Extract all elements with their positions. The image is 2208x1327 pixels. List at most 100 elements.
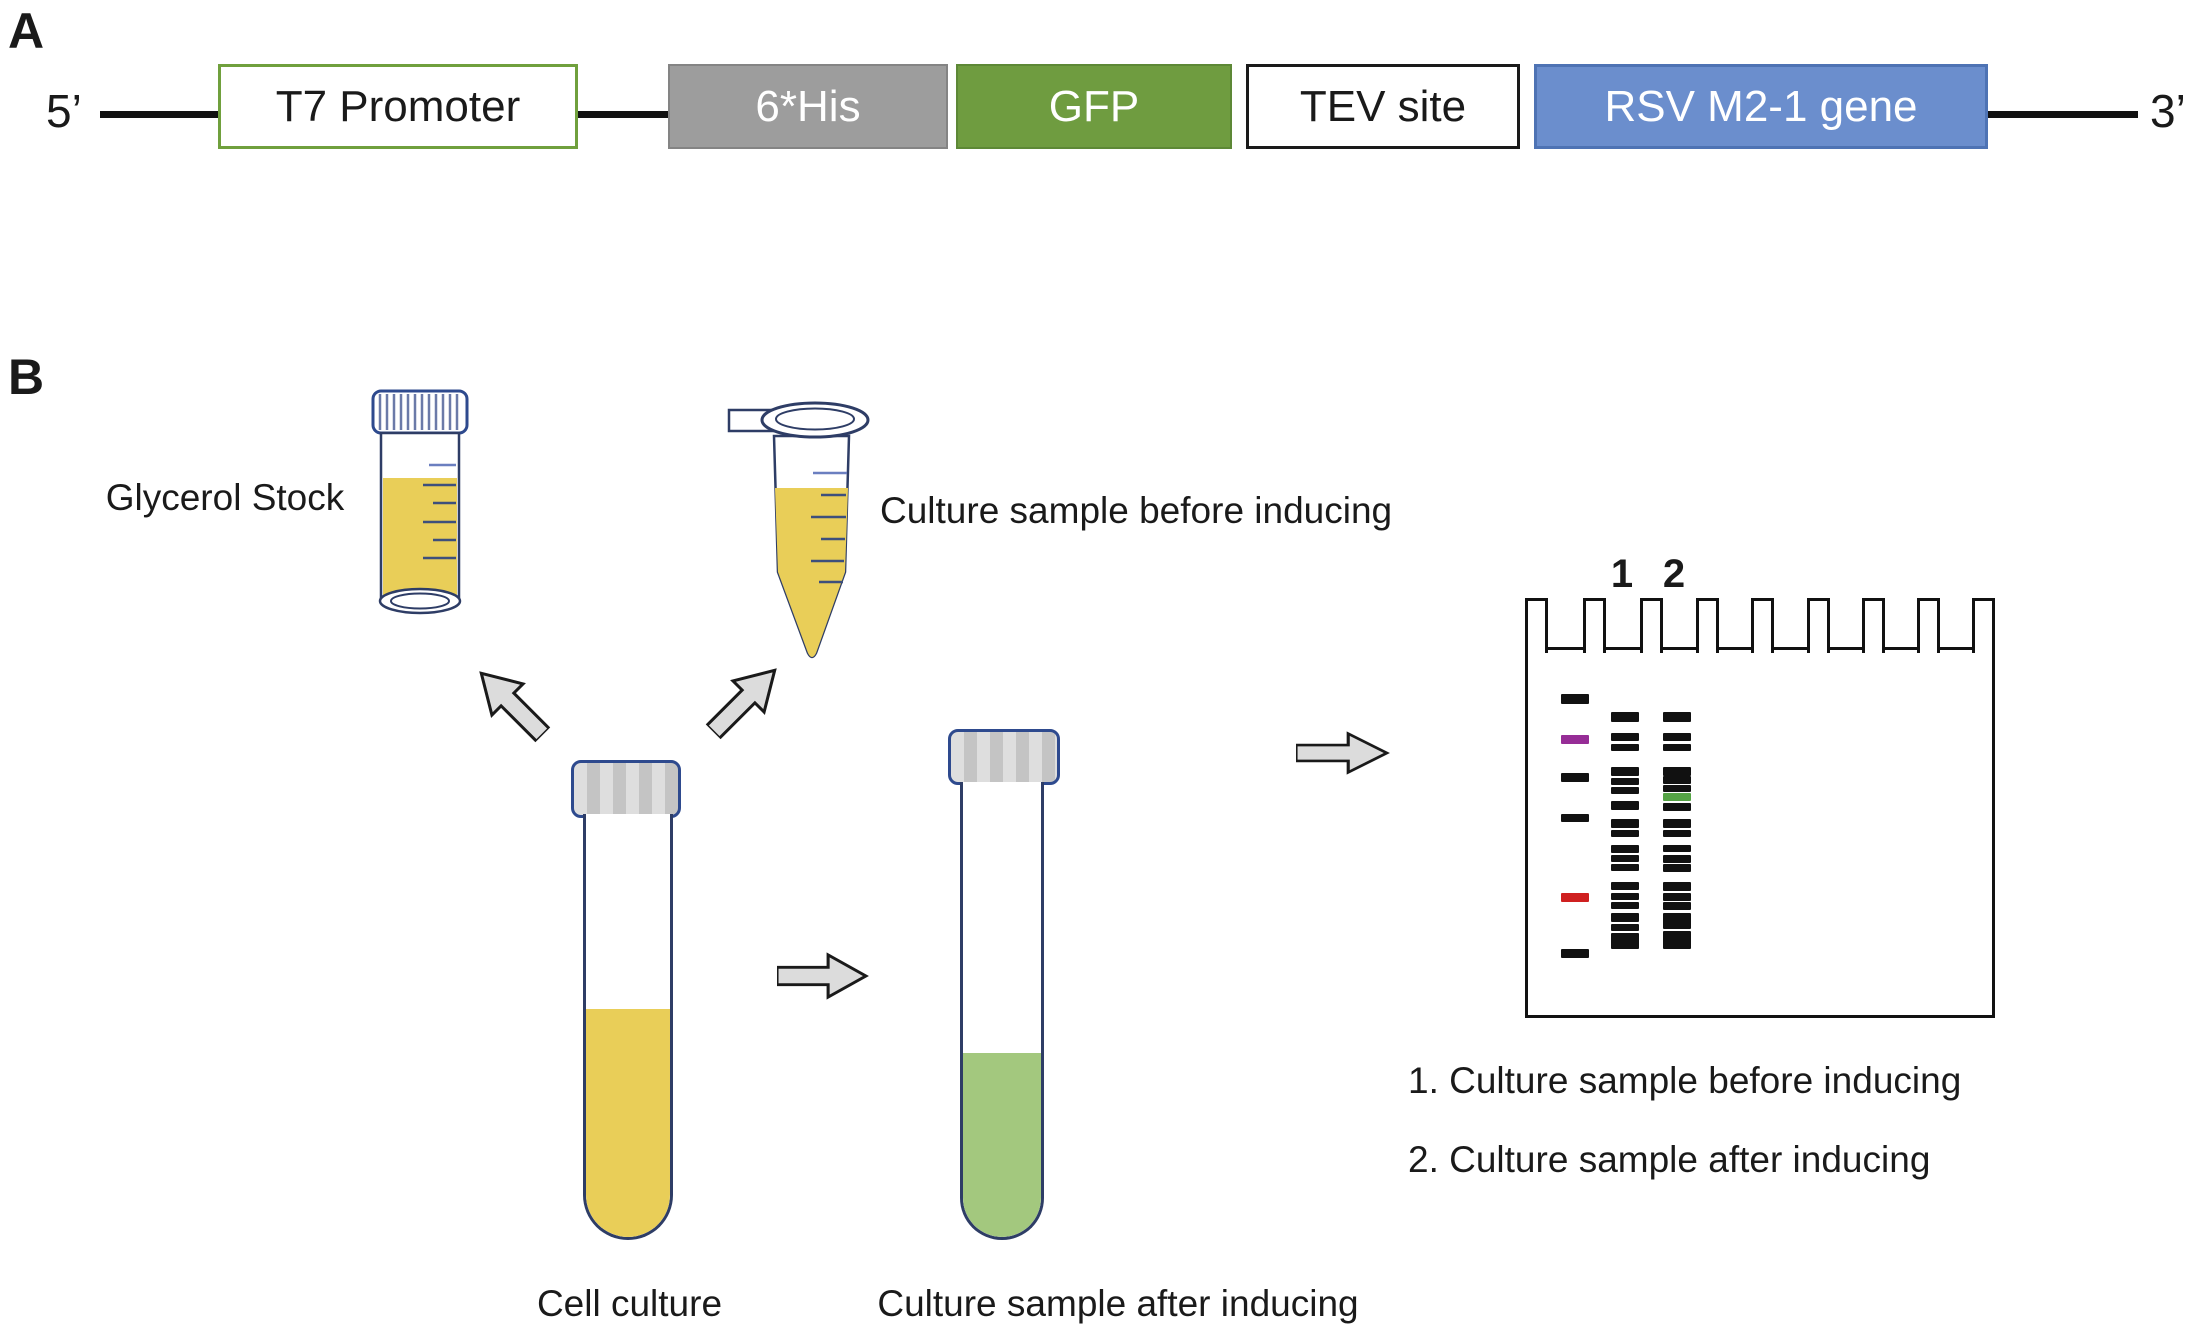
arrow-to-glycerol-stock xyxy=(462,654,561,753)
after-tube-body xyxy=(960,782,1044,1240)
five-prime-label: 5’ xyxy=(46,85,82,137)
arrow-to-gel xyxy=(1296,731,1390,775)
gel-band-lane-2 xyxy=(1663,830,1691,837)
gel-band-lane-2 xyxy=(1663,744,1691,751)
gel-well xyxy=(1583,598,1606,653)
panel-a-label: A xyxy=(8,3,45,59)
gel-band-lane-2 xyxy=(1663,767,1691,776)
gel-band-lane-1 xyxy=(1611,864,1639,871)
gel-band-lane-1 xyxy=(1611,924,1639,931)
gel-band-lane-1 xyxy=(1611,819,1639,828)
gel-box xyxy=(1525,647,1995,1018)
gel-band-lane-2 xyxy=(1663,776,1691,784)
block-arrow-icon xyxy=(777,952,869,1000)
eppendorf-ticks xyxy=(811,493,846,584)
vial-cap-stripes xyxy=(378,394,459,430)
gel-band-lane-2 xyxy=(1663,733,1691,741)
gel-well xyxy=(1862,598,1885,653)
gene-box-gfp: GFP xyxy=(956,64,1232,149)
gel-legend-line-1: 1. Culture sample before inducing xyxy=(1408,1060,1962,1101)
gel-band-ladder xyxy=(1561,735,1589,744)
eppendorf-liquid xyxy=(775,488,848,657)
arrow-induction xyxy=(777,952,869,1000)
gel-band-ladder xyxy=(1561,949,1589,958)
gel-band-lane-1 xyxy=(1611,733,1639,741)
gel-band-lane-2 xyxy=(1663,864,1691,872)
gel-band-lane-2 xyxy=(1663,913,1691,929)
gel-band-lane-1 xyxy=(1611,855,1639,862)
gel-band-lane-1 xyxy=(1611,830,1639,837)
block-arrow-icon xyxy=(479,671,552,744)
block-arrow-icon xyxy=(704,668,777,741)
gel-lane2-number: 2 xyxy=(1662,552,1686,596)
gene-box-t7-promoter-label: T7 Promoter xyxy=(275,81,521,131)
arrow-to-before-sample xyxy=(696,651,795,750)
gel-band-lane-2 xyxy=(1663,803,1691,811)
eppendorf-tube-icon xyxy=(727,401,870,659)
gel-band-lane-1 xyxy=(1611,712,1639,722)
gel-band-lane-1 xyxy=(1611,767,1639,776)
gene-box-t7-promoter: T7 Promoter xyxy=(218,64,578,149)
gene-box-rsv-m21-label: RSV M2-1 gene xyxy=(1604,81,1918,131)
gel-well xyxy=(1917,598,1940,653)
gene-box-6his: 6*His xyxy=(668,64,948,149)
gel-band-lane-2 xyxy=(1663,845,1691,852)
gel-band-lane-2 xyxy=(1663,893,1691,901)
vial-bottom-rim-inner xyxy=(390,592,450,610)
construct-line-left xyxy=(100,111,218,118)
construct-line-right xyxy=(1988,111,2138,118)
gel-band-lane-2 xyxy=(1663,793,1691,801)
gel-band-lane-1 xyxy=(1611,801,1639,810)
gel-electrophoresis: 1 2 xyxy=(1525,552,1995,1018)
gel-band-ladder xyxy=(1561,694,1589,704)
gel-well xyxy=(1807,598,1830,653)
cell-culture-liquid xyxy=(586,1009,670,1237)
gel-well xyxy=(1640,598,1663,653)
glycerol-stock-vial-icon xyxy=(371,389,469,615)
gel-band-lane-1 xyxy=(1611,902,1639,909)
construct-line-mid xyxy=(578,111,668,118)
gel-band-lane-2 xyxy=(1663,902,1691,910)
gene-box-tev-site-label: TEV site xyxy=(1299,81,1467,131)
gel-band-lane-1 xyxy=(1611,933,1639,949)
gel-lane1-number: 1 xyxy=(1610,552,1634,596)
eppendorf-rim-inner xyxy=(775,407,855,431)
three-prime-label: 3’ xyxy=(2150,85,2186,137)
gel-band-lane-1 xyxy=(1611,913,1639,922)
gel-band-lane-2 xyxy=(1663,855,1691,863)
cell-culture-tube-cap xyxy=(571,760,681,818)
gel-band-ladder xyxy=(1561,773,1589,782)
after-tube-liquid xyxy=(963,1053,1041,1237)
gel-well xyxy=(1696,598,1719,653)
after-tube-cap xyxy=(948,729,1060,785)
gel-band-lane-2 xyxy=(1663,882,1691,891)
glycerol-stock-label: Glycerol Stock xyxy=(105,477,345,518)
after-inducing-label: Culture sample after inducing xyxy=(877,1283,1359,1324)
before-inducing-label: Culture sample before inducing xyxy=(880,490,1393,531)
gel-band-lane-1 xyxy=(1611,787,1639,794)
gene-box-tev-site: TEV site xyxy=(1246,64,1520,149)
gel-band-lane-1 xyxy=(1611,845,1639,853)
gel-band-lane-1 xyxy=(1611,778,1639,785)
gel-well xyxy=(1972,598,1995,653)
cell-culture-label: Cell culture xyxy=(536,1283,723,1324)
gene-box-gfp-label: GFP xyxy=(1048,81,1140,131)
gel-well xyxy=(1751,598,1774,653)
vial-ticks xyxy=(423,483,456,560)
gel-band-lane-1 xyxy=(1611,893,1639,900)
gel-band-lane-2 xyxy=(1663,931,1691,949)
gene-box-rsv-m21: RSV M2-1 gene xyxy=(1534,64,1988,149)
gel-band-lane-2 xyxy=(1663,785,1691,792)
gel-well xyxy=(1525,598,1548,653)
gene-box-6his-label: 6*His xyxy=(755,81,861,131)
gel-band-ladder xyxy=(1561,893,1589,902)
gel-band-ladder xyxy=(1561,814,1589,822)
gel-legend-line-2: 2. Culture sample after inducing xyxy=(1408,1139,1931,1180)
gel-band-lane-2 xyxy=(1663,712,1691,722)
panel-b-label: B xyxy=(8,349,45,405)
gel-band-lane-1 xyxy=(1611,744,1639,751)
block-arrow-icon xyxy=(1296,731,1390,775)
cell-culture-tube-body xyxy=(583,814,673,1240)
gel-band-lane-1 xyxy=(1611,882,1639,890)
gel-band-lane-2 xyxy=(1663,819,1691,828)
